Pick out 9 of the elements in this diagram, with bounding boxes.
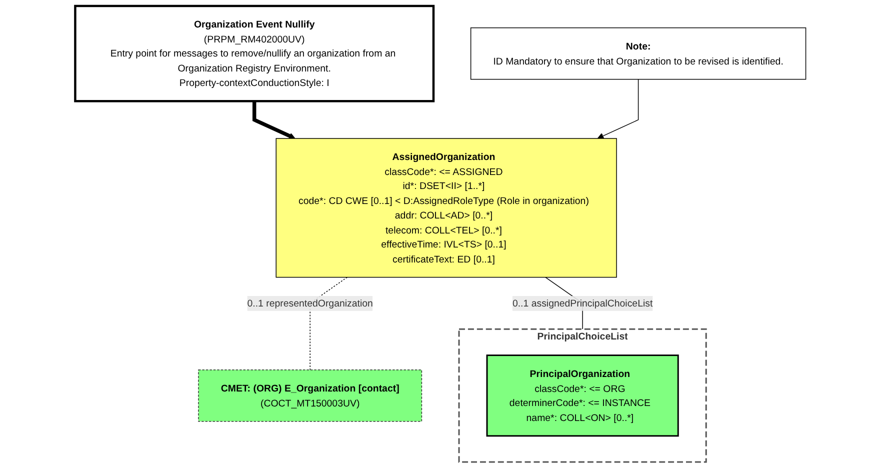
- node-box: AssignedOrganization classCode*: <= ASSIGNED id*: DSET<II> [1..*] code*: CD CWE [0..1] < D:AssignedRoleType (Role in organization) addr: COLL<AD> [0..*] telecom: COLL<TEL> [0..*] effectiveTime: IVL<TS> [0..1] certificateText: ED [0..1]: [276, 138, 617, 278]
- edge-label: 0..1 assignedPrincipalChoiceList: [512, 297, 653, 309]
- node-box: CMET: (ORG) E_Organization [contact] (COCT_MT150003UV): [198, 369, 422, 422]
- edge-label: 0..1 representedOrganization: [247, 297, 373, 309]
- node-box: Organization Event Nullify (PRPM_RM402000UV) Entry point for messages to remove/nullify an organization from an Organization Registry Environment. Property-contextConductionStyle: I: [74, 4, 435, 102]
- arrow: [252, 101, 296, 139]
- node-box: Note: ID Mandatory to ensure that Organization to be revised is identified.: [470, 27, 806, 80]
- arrow: [597, 78, 639, 139]
- node-box: PrincipalOrganization classCode*: <= ORG determinerCode*: <= INSTANCE name*: COLL<ON> [0..*]: [486, 354, 679, 437]
